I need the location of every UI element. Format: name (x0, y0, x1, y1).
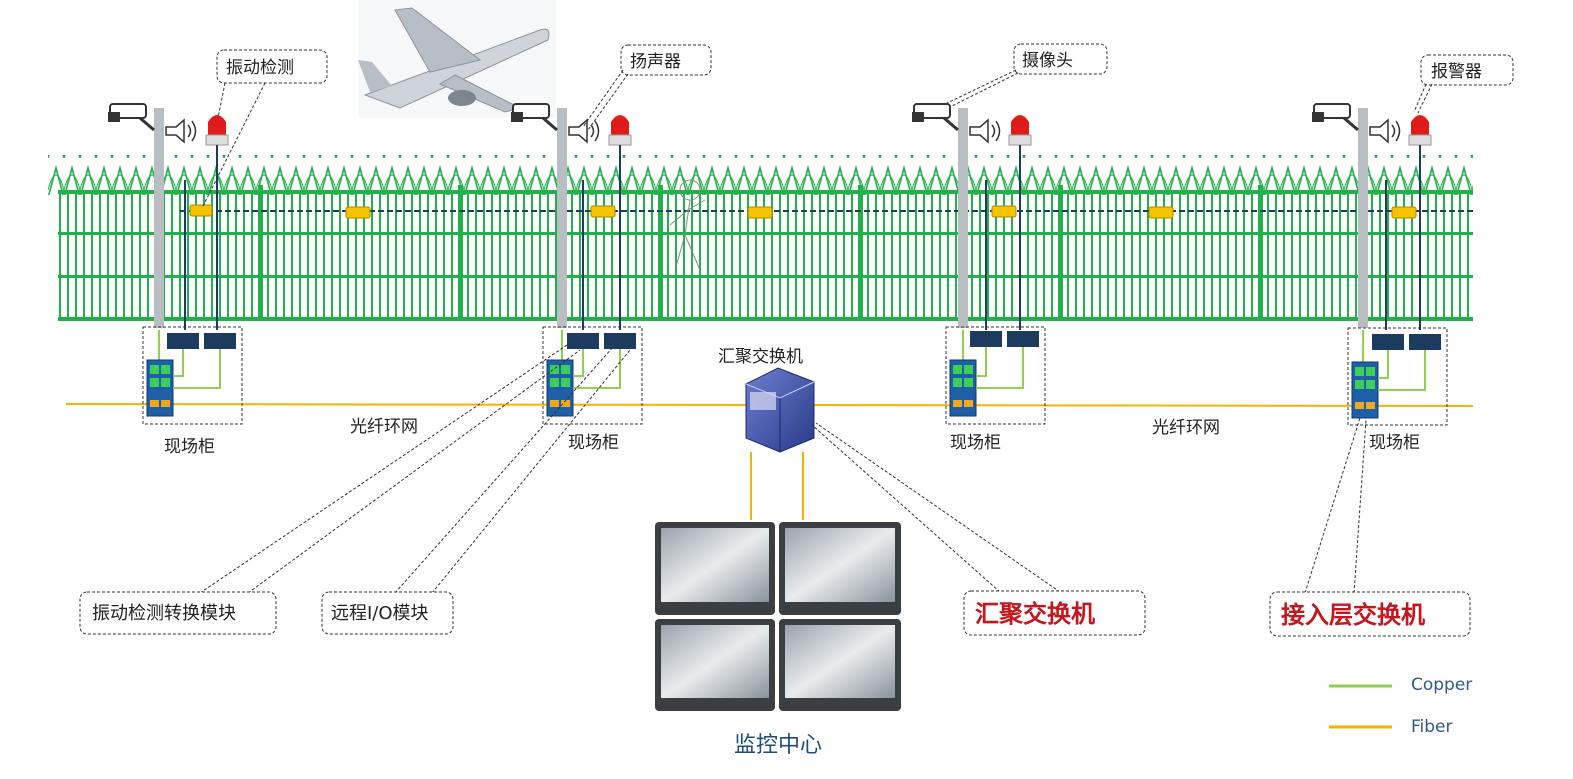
camera-icon (511, 103, 558, 132)
fence-rail-top (58, 190, 1473, 194)
field-cabinet-2: 现场柜 (542, 326, 643, 453)
field-cabinet-3: 现场柜 (945, 326, 1046, 453)
pole (1358, 108, 1368, 328)
io-module (1007, 331, 1039, 347)
io-module (970, 331, 1002, 347)
sensor-module (991, 205, 1017, 218)
svg-text:远程I/O模块: 远程I/O模块 (331, 603, 429, 624)
callout-vibration-module: 振动检测转换模块 (79, 342, 581, 635)
cabinet-label: 现场柜 (164, 437, 215, 457)
fence-rail-2 (58, 275, 1473, 278)
io-module (167, 333, 199, 349)
callout-aggregation-switch: 汇聚交换机 (811, 422, 1146, 636)
io-module (604, 333, 636, 349)
fence-post (658, 185, 663, 321)
pole (958, 108, 968, 328)
sensor-module (345, 206, 371, 219)
svg-text:摄像头: 摄像头 (1022, 51, 1073, 71)
razor-wire (48, 155, 1473, 195)
monitor-wall (655, 522, 901, 711)
legend-copper-label: Copper (1411, 675, 1472, 695)
access-switch-icon (1351, 361, 1379, 419)
fence-post (858, 185, 863, 321)
sensor-module (747, 206, 773, 219)
field-cabinet-4: 现场柜 (1347, 327, 1448, 453)
pole (154, 108, 164, 328)
speaker-icon (165, 118, 197, 144)
pole-unit-4 (1312, 103, 1432, 380)
sensor-module (1148, 206, 1174, 219)
sensor-module (590, 205, 616, 218)
svg-text:汇聚交换机: 汇聚交换机 (975, 600, 1095, 628)
speaker-icon (568, 118, 600, 144)
fence (48, 155, 1473, 321)
svg-text:接入层交换机: 接入层交换机 (1281, 601, 1425, 629)
fiber-ring-label: 光纤环网 (1152, 418, 1220, 438)
callout-access-switch: 接入层交换机 (1269, 417, 1471, 637)
cabinet-border (1347, 327, 1448, 426)
airplane-image (358, 0, 556, 118)
legend-fiber-label: Fiber (1411, 717, 1453, 737)
svg-text:振动检测: 振动检测 (226, 58, 294, 78)
access-switch-icon (546, 359, 574, 417)
callout-alarm: 报警器 (1413, 54, 1514, 114)
fence-post (258, 185, 263, 321)
pole-unit-3 (912, 103, 1032, 380)
aggregation-switch-label: 汇聚交换机 (718, 347, 803, 367)
cabinet-border (142, 326, 243, 425)
svg-text:振动检测转换模块: 振动检测转换模块 (92, 603, 236, 624)
cabinet-label: 现场柜 (950, 433, 1001, 453)
sensor-module (1391, 206, 1417, 219)
fiber-ring-label: 光纤环网 (350, 417, 418, 437)
access-switch-icon (949, 359, 977, 417)
io-module (567, 333, 599, 349)
svg-text:报警器: 报警器 (1431, 62, 1482, 82)
intruder-sketch (669, 179, 706, 271)
svg-text:扬声器: 扬声器 (630, 52, 681, 72)
alarm-light-icon (1408, 115, 1432, 330)
camera-icon (108, 103, 155, 132)
fence-post (1258, 185, 1263, 321)
io-module (1409, 334, 1441, 350)
fence-post (1058, 185, 1063, 321)
aggregation-switch-icon (745, 367, 815, 453)
fence-rail-bottom (58, 317, 1473, 321)
cabinet-border (945, 326, 1046, 425)
alarm-light-icon (608, 115, 632, 330)
callout-camera: 摄像头 (944, 43, 1108, 108)
cabinet-border (542, 326, 643, 425)
legend: Copper Fiber (1329, 675, 1472, 737)
cabinet-label: 现场柜 (1369, 433, 1420, 453)
fence-post (458, 185, 463, 321)
callout-speaker: 扬声器 (582, 44, 712, 131)
field-cabinet-1: 现场柜 (142, 326, 243, 457)
speaker-icon (969, 118, 1001, 144)
monitoring-center-label: 监控中心 (734, 733, 822, 758)
camera-icon (912, 103, 959, 132)
access-switch-icon (146, 359, 174, 417)
io-module (1372, 334, 1404, 350)
cabinet-label: 现场柜 (568, 433, 619, 453)
pole-unit-2 (511, 103, 632, 380)
pole (557, 108, 567, 328)
pole-unit-1 (108, 103, 229, 380)
callout-remote-io: 远程I/O模块 (321, 345, 631, 635)
sensor-module (189, 204, 213, 217)
alarm-light-icon (205, 115, 229, 330)
io-module (204, 333, 236, 349)
vibration-cable (180, 204, 1473, 219)
callout-vibration: 振动检测 (201, 49, 328, 209)
alarm-light-icon (1008, 115, 1032, 330)
speaker-icon (1369, 118, 1401, 144)
fence-rail-1 (58, 232, 1473, 235)
camera-icon (1312, 103, 1359, 132)
